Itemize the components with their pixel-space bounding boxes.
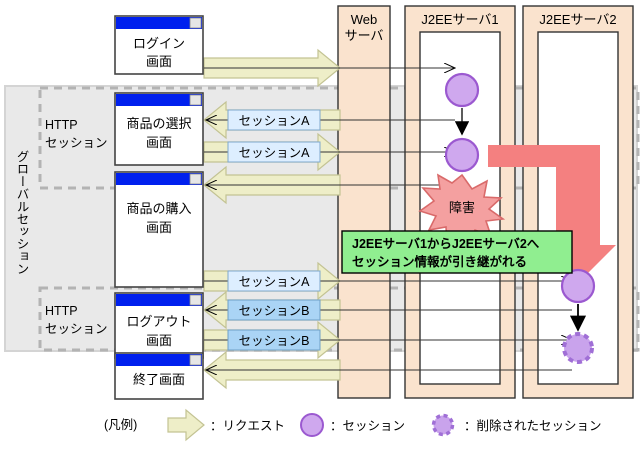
legend-request-arrow-icon <box>167 408 205 442</box>
browser-label-line1: ログイン <box>133 36 185 51</box>
failure-badge-label: 障害 <box>449 200 475 215</box>
server-web-label-line1: Web <box>351 12 378 27</box>
http-session-bottom-line2: セッション <box>45 322 108 336</box>
browser-label-line2: 画面 <box>146 54 172 69</box>
browser-window-login[interactable]: ログイン 画面 <box>114 15 204 75</box>
session-tag-label: セッションA <box>239 275 311 289</box>
browser-label-line1: ログアウト <box>126 314 191 329</box>
session-circle-2 <box>444 137 480 173</box>
session-tag-3: セッションA <box>227 270 321 292</box>
session-tag-label: セッションA <box>239 146 311 160</box>
browser-label-line1: 商品の選択 <box>126 116 191 131</box>
server-j2ee2-label: J2EEサーバ2 <box>539 12 616 27</box>
browser-window-end[interactable]: 終了画面 <box>114 352 204 400</box>
legend-deleted-session-circle-icon <box>431 413 455 437</box>
callout-line1: J2EEサーバ1からJ2EEサーバ2へ <box>352 237 540 251</box>
browser-label-line2: 画面 <box>146 220 172 235</box>
session-failover-arrow <box>488 145 616 283</box>
session-tag-label: セッションB <box>239 304 310 318</box>
legend-session-circle-icon <box>300 413 324 437</box>
legend-prefix: (凡例) <box>104 418 137 432</box>
server-web-label-line2: サーバ <box>345 28 384 43</box>
browser-label-line2: 画面 <box>146 135 172 150</box>
session-tag-2: セッションA <box>227 141 321 163</box>
session-tag-4: セッションB <box>227 299 321 321</box>
http-session-label-bottom: HTTP セッション <box>45 304 108 336</box>
session-tag-1: セッションA <box>227 109 321 131</box>
session-tag-label: セッションB <box>239 334 310 348</box>
callout-line2: セッション情報が引き継がれる <box>352 254 527 269</box>
http-session-label-top: HTTP セッション <box>45 118 108 150</box>
browser-label-line1: 商品の購入 <box>126 201 191 216</box>
legend-session-label: ：セッション <box>330 419 405 433</box>
legend: (凡例) ：リクエスト ：セッション ：削除されたセッション <box>104 408 602 442</box>
session-tag-label: セッションA <box>239 114 311 128</box>
server-column-web: Web サーバ <box>337 5 391 399</box>
legend-deleted-session-label: ：削除されたセッション <box>464 418 602 433</box>
browser-window-product-purchase[interactable]: 商品の購入 画面 <box>114 171 204 288</box>
http-session-top-line1: HTTP <box>45 118 78 132</box>
legend-request-label: ：リクエスト <box>210 419 285 433</box>
browser-label-line2: 画面 <box>146 333 172 348</box>
browser-window-product-select[interactable]: 商品の選択 画面 <box>114 92 204 166</box>
global-session-vertical-label: グローバルセッション <box>8 150 34 279</box>
session-circle-3 <box>560 268 596 304</box>
failover-callout: J2EEサーバ1からJ2EEサーバ2へ セッション情報が引き継がれる <box>341 230 573 274</box>
browser-label-line1: 終了画面 <box>133 372 185 387</box>
server-j2ee1-label: J2EEサーバ1 <box>421 12 498 27</box>
http-session-bottom-line1: HTTP <box>45 304 78 318</box>
global-session-vertical-text: グローバルセッション <box>14 150 29 275</box>
http-session-top-line2: セッション <box>45 136 108 150</box>
browser-window-logout[interactable]: ログアウト 画面 <box>114 292 204 359</box>
session-tag-5: セッションB <box>227 329 321 351</box>
session-circle-1 <box>444 72 480 108</box>
deleted-session-circle-main <box>562 332 594 364</box>
